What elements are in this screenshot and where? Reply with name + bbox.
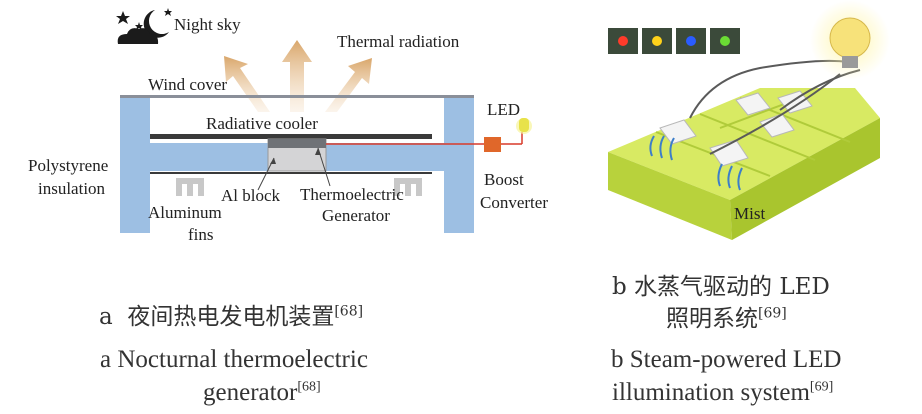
boost-converter-box [484, 137, 501, 152]
aluminum-fins [176, 178, 422, 196]
caption-b-en-1: b Steam-powered LED [611, 346, 842, 373]
night-sky-label: Night sky [174, 15, 241, 34]
caption-b-cn-2: 照明系统[69] [666, 305, 787, 332]
led-label: LED [487, 100, 521, 119]
generator-chips [659, 90, 813, 167]
caption-a-en-2: generator[68] [203, 379, 321, 406]
boost-label-1: Boost [484, 170, 524, 189]
polystyrene-label-1: Polystyrene [28, 156, 109, 175]
green-tray [608, 88, 880, 240]
thermoelectric-generator [268, 139, 326, 148]
polystyrene-insulation [120, 98, 474, 233]
panel-a-graphic [116, 8, 532, 233]
wind-cover [120, 95, 474, 98]
led-color-thumbnails [608, 28, 740, 54]
teg-label-1: Thermoelectric [300, 185, 404, 204]
lower-plate [150, 172, 432, 174]
radiative-cooler-bar [150, 134, 432, 139]
mist-label: Mist [734, 204, 766, 223]
al-block-label: Al block [221, 186, 281, 205]
caption-b-en-2: illumination system[69] [612, 379, 834, 406]
wind-cover-label: Wind cover [148, 75, 228, 94]
polystyrene-label-2: insulation [38, 179, 106, 198]
night-moon-cloud-icon [116, 8, 172, 44]
fins-label-2: fins [188, 225, 214, 244]
light-bulb-icon [810, 0, 890, 80]
panel-b-graphic [608, 0, 890, 240]
caption-a-cn: a 夜间热电发电机装置[68] [99, 303, 364, 330]
panel-b-led-system: Mist b 水蒸气驱动的 LED 照明系统[69] b Steam-power… [560, 0, 922, 414]
thermal-radiation-label: Thermal radiation [337, 32, 460, 51]
caption-a-en-1: a Nocturnal thermoelectric [100, 346, 368, 373]
boost-label-2: Converter [480, 193, 548, 212]
teg-label-2: Generator [322, 206, 390, 225]
caption-b-cn-1: b 水蒸气驱动的 LED [612, 274, 830, 300]
radiative-cooler-label: Radiative cooler [206, 114, 318, 133]
led-icon [516, 118, 532, 134]
panel-a-thermoelectric-diagram: Night sky Thermal radiation Wind cover R… [28, 8, 548, 406]
steam-arrows [649, 135, 743, 191]
fins-label-1: Aluminum [148, 203, 222, 222]
